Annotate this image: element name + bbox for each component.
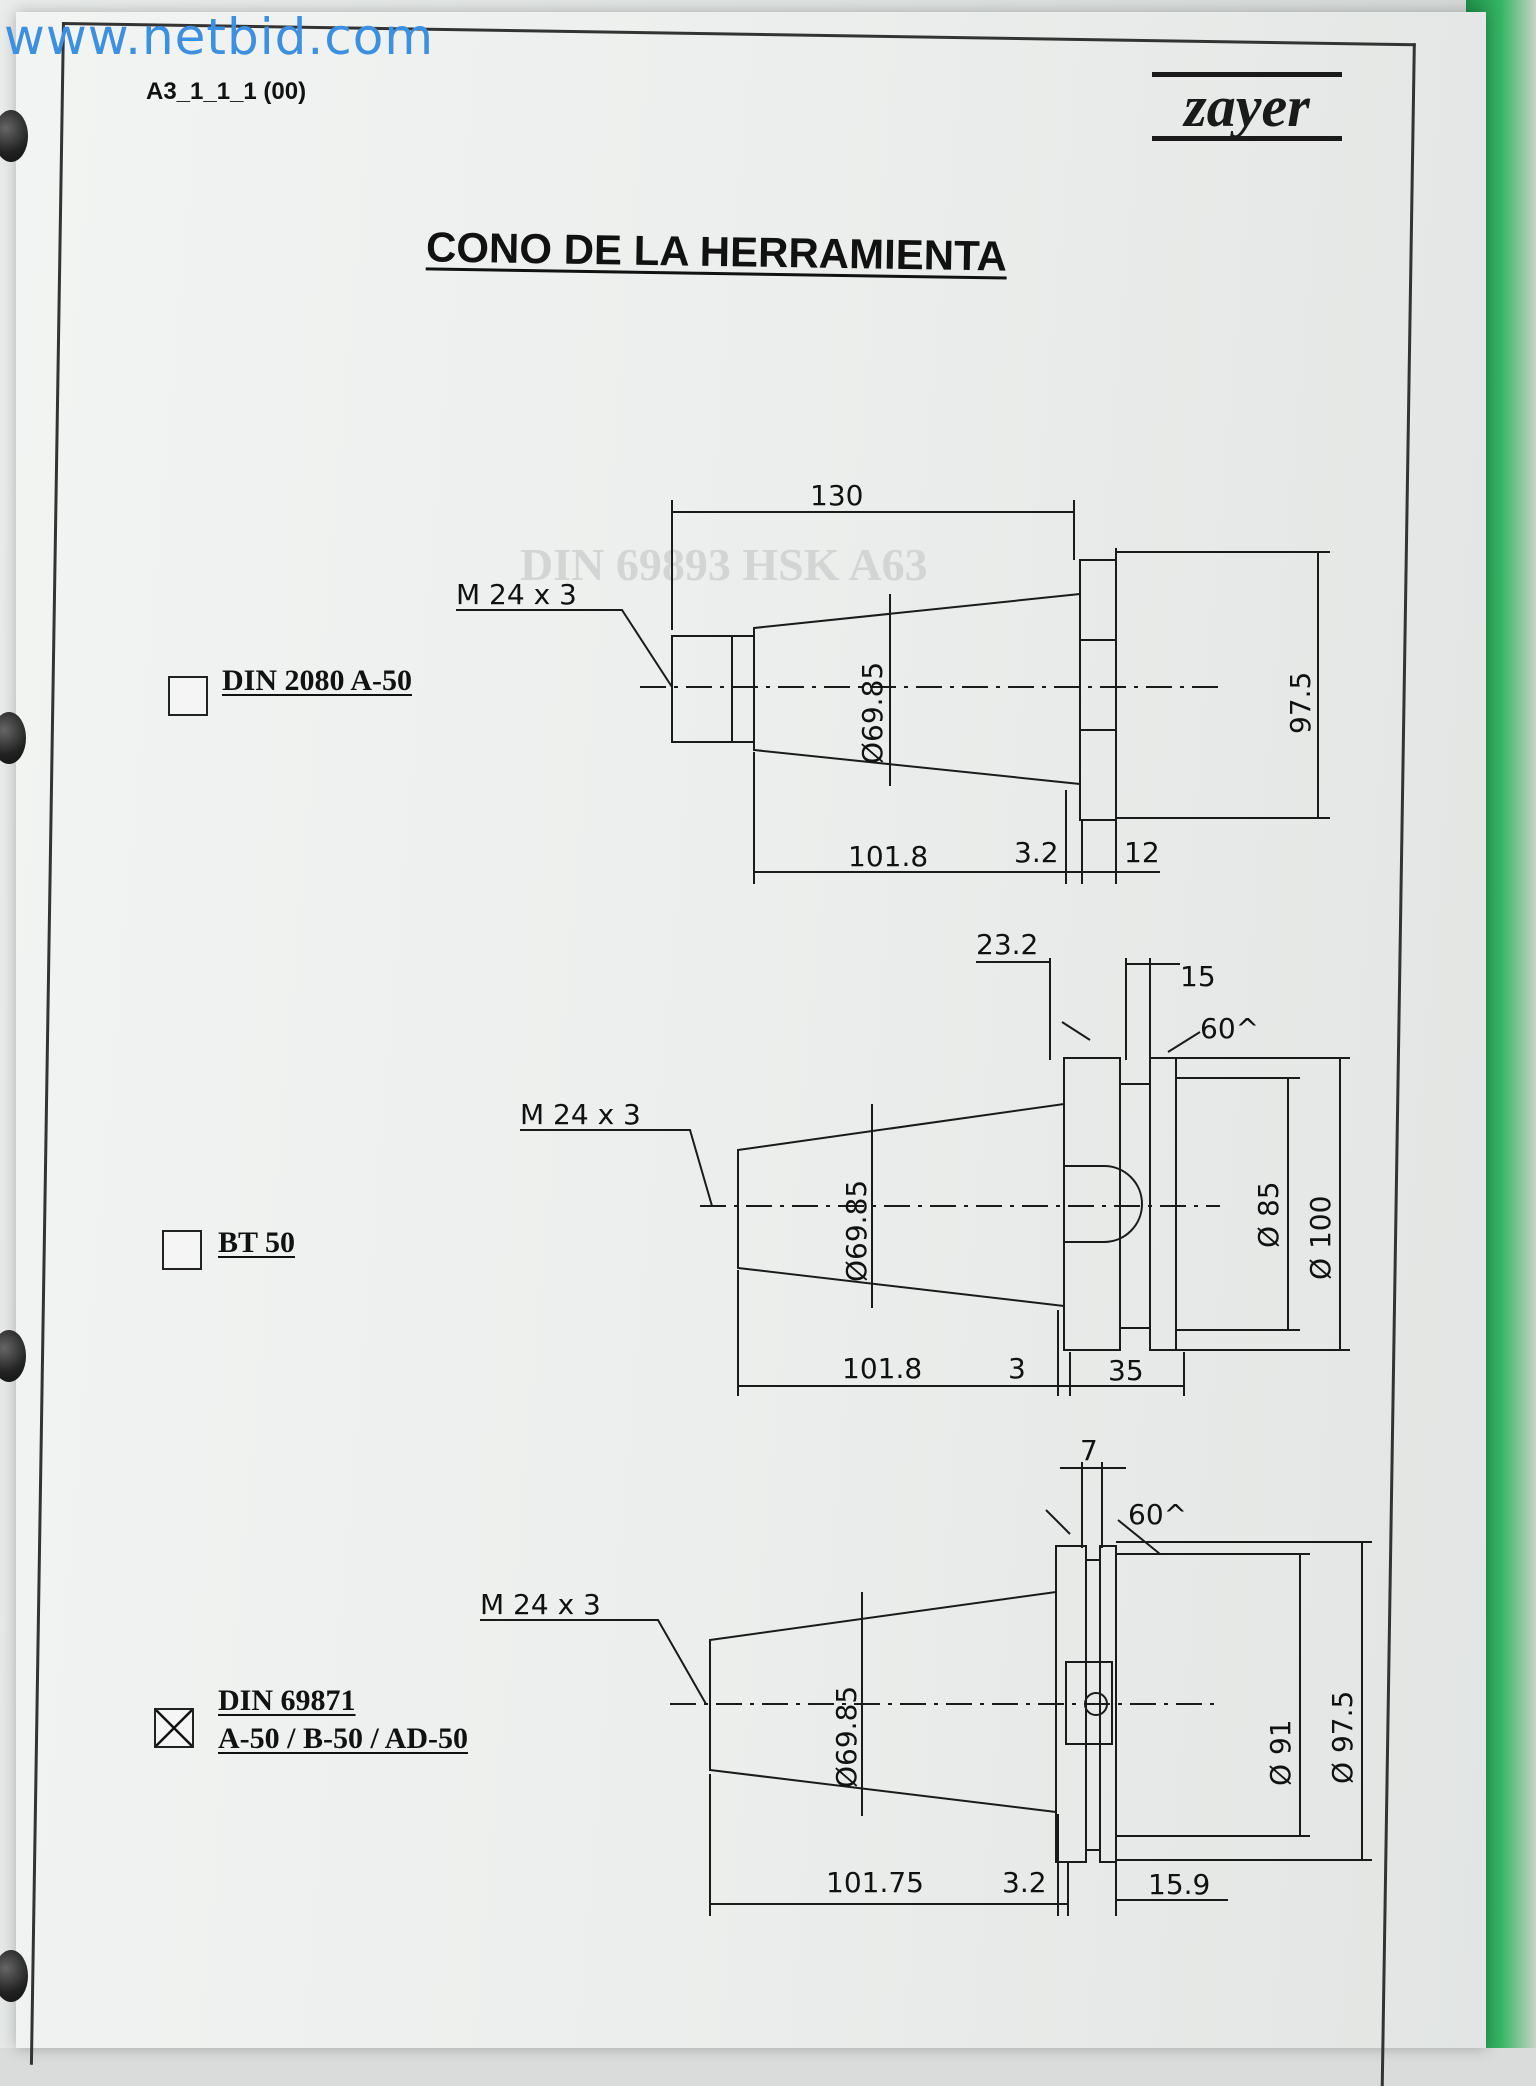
dim-thread-2: M 24 x 3 (520, 1098, 641, 1131)
watermark: www.netbid.com (4, 8, 435, 66)
dim-angle-2: 60^ (1200, 1012, 1259, 1045)
checkbox-din-69871[interactable] (154, 1708, 194, 1748)
label-din-69871-line2: A-50 / B-50 / AD-50 (218, 1722, 468, 1755)
binder-ring (0, 712, 26, 764)
dim-taper-length-1: 101.8 (848, 840, 928, 873)
dim-flange-2: 35 (1108, 1354, 1144, 1387)
dim-taper-dia-3: Ø69.85 (830, 1686, 863, 1788)
checkbox-din-2080[interactable] (168, 676, 208, 716)
binder-ring (0, 1950, 28, 2002)
dim-flange-dia-2: Ø 100 (1304, 1196, 1337, 1280)
dim-flange-dia-1: 97.5 (1284, 672, 1317, 734)
dim-gap-2: 3 (1008, 1352, 1026, 1385)
document-sheet (16, 12, 1486, 2048)
dim-groove-dia-2: Ø 85 (1252, 1181, 1285, 1248)
dim-130: 130 (810, 479, 863, 512)
dim-flange-3: 15.9 (1148, 1868, 1210, 1901)
dim-taper-dia-2: Ø69.85 (840, 1180, 873, 1282)
checkbox-bt-50[interactable] (162, 1230, 202, 1270)
binder-ring (0, 1330, 26, 1382)
dim-groove-2: 15 (1180, 960, 1216, 993)
drawing-din-69871 (480, 1462, 1372, 1916)
dim-flange-dia-3: Ø 97.5 (1326, 1691, 1359, 1784)
dim-thread-1: M 24 x 3 (456, 578, 577, 611)
dim-flange-1: 12 (1124, 836, 1160, 869)
dim-groove-dia-3: Ø 91 (1264, 1719, 1297, 1786)
dim-gauge-2: 23.2 (976, 928, 1038, 961)
drawing-din-2080 (456, 500, 1330, 884)
document-code: A3_1_1_1 (00) (146, 78, 307, 105)
ghost-text: DIN 69893 HSK A63 (520, 539, 928, 590)
drawing-bt-50 (520, 958, 1350, 1396)
label-din-2080: DIN 2080 A-50 (222, 664, 413, 697)
dim-taper-dia-1: Ø69.85 (856, 662, 889, 764)
logo-text: zayer (1182, 74, 1310, 139)
dim-gap-3: 3.2 (1002, 1866, 1047, 1899)
dim-taper-length-2: 101.8 (842, 1352, 922, 1385)
label-din-69871-line1: DIN 69871 (218, 1684, 356, 1717)
dim-angle-3: 60^ (1128, 1498, 1187, 1531)
label-bt-50: BT 50 (218, 1226, 295, 1259)
zayer-logo: zayer (1152, 72, 1342, 141)
checked-x-icon (155, 1709, 193, 1747)
dim-gap-1: 3.2 (1014, 836, 1059, 869)
dim-taper-length-3: 101.75 (826, 1866, 924, 1899)
dim-thread-3: M 24 x 3 (480, 1588, 601, 1621)
binder-ring (0, 110, 28, 162)
dim-groove-3: 7 (1080, 1434, 1098, 1467)
